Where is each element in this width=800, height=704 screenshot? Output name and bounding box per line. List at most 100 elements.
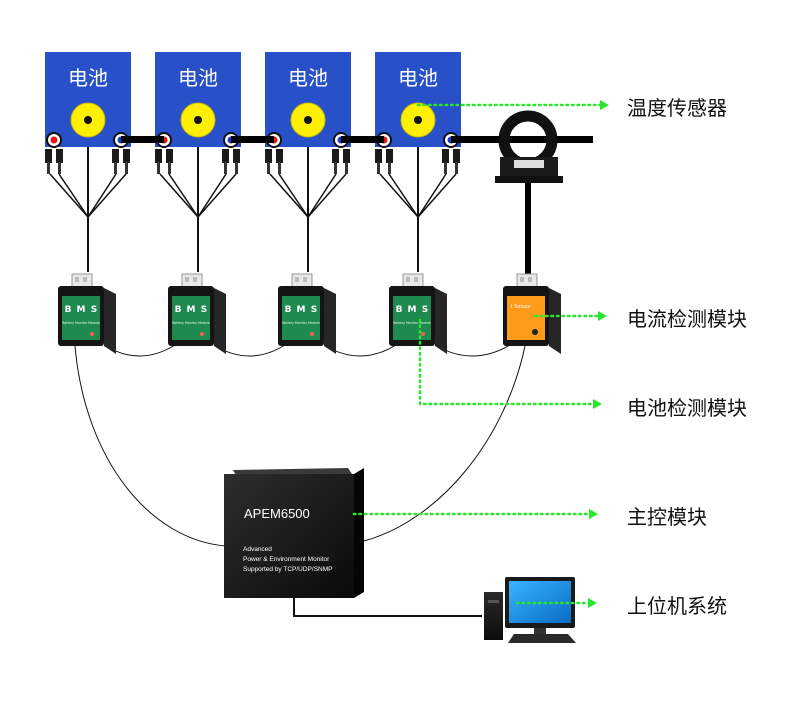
harness-wire bbox=[307, 173, 347, 218]
harness-wire bbox=[197, 173, 227, 218]
clip-pin bbox=[345, 162, 348, 174]
clip-pin bbox=[377, 162, 380, 174]
callout-arrow-host bbox=[588, 598, 597, 608]
clip-pin bbox=[267, 162, 270, 174]
bms-caption: Battery Monitor Module bbox=[393, 321, 431, 325]
temp-sensor-center bbox=[304, 116, 312, 124]
sensor-title: I Sensor bbox=[511, 304, 532, 310]
controller-model: APEM6500 bbox=[244, 506, 310, 521]
bus-bars bbox=[121, 136, 593, 143]
clip-connector bbox=[375, 149, 382, 163]
clip-connector bbox=[123, 149, 130, 163]
clip-pin bbox=[157, 162, 160, 174]
label-battery-detect: 电池检测模块 bbox=[627, 396, 747, 420]
module-side bbox=[435, 288, 447, 354]
clip-pin bbox=[278, 162, 281, 174]
clip-pin bbox=[47, 162, 50, 174]
clip-connector bbox=[112, 149, 119, 163]
bms-caption: Battery Monitor Module bbox=[172, 321, 210, 325]
clip-pin bbox=[444, 162, 447, 174]
battery-row: 电池电池电池电池 bbox=[45, 52, 461, 174]
module-connector-pin bbox=[295, 277, 299, 282]
temp-sensor-center bbox=[194, 116, 202, 124]
controller-cable-left bbox=[74, 345, 227, 547]
module-face bbox=[507, 296, 545, 340]
battery-label: 电池 bbox=[178, 66, 218, 90]
label-current-detect: 电流检测模块 bbox=[627, 307, 747, 331]
clip-connector bbox=[265, 149, 272, 163]
temp-sensor-center bbox=[414, 116, 422, 124]
label-host-system: 上位机系统 bbox=[627, 594, 727, 618]
module-connector-pin bbox=[83, 277, 87, 282]
harness-wire bbox=[87, 173, 127, 218]
module-side bbox=[324, 288, 336, 354]
bms-letter: S bbox=[201, 305, 207, 315]
clip-connector bbox=[56, 149, 63, 163]
main-controller-box: APEM6500 Advanced Power & Environment Mo… bbox=[224, 468, 364, 598]
harness-wire bbox=[417, 173, 457, 218]
module-side bbox=[549, 288, 561, 354]
harness-wire bbox=[278, 173, 309, 218]
harness-wire bbox=[388, 173, 419, 218]
harness-wire bbox=[49, 173, 89, 218]
clip-connector bbox=[276, 149, 283, 163]
label-temp-sensor: 温度传感器 bbox=[627, 96, 727, 120]
bms-letter: S bbox=[422, 305, 428, 315]
bus-bar bbox=[121, 136, 164, 143]
battery-label: 电池 bbox=[398, 66, 438, 90]
bms-letter: S bbox=[91, 305, 97, 315]
controller-desc-line3: Supported by TCP/UDP/SNMP bbox=[243, 566, 332, 573]
callout-line-battery bbox=[418, 318, 595, 406]
clip-connector bbox=[386, 149, 393, 163]
positive-terminal-dot bbox=[50, 136, 58, 144]
module-connector-pin bbox=[193, 277, 197, 282]
clip-connector bbox=[155, 149, 162, 163]
clip-pin bbox=[168, 162, 171, 174]
module-connector-pin bbox=[520, 277, 524, 282]
controller-pc-cable bbox=[293, 598, 482, 617]
harness-wire bbox=[159, 173, 199, 218]
harness-wire bbox=[168, 173, 199, 218]
temp-sensor-center bbox=[84, 116, 92, 124]
status-led-icon bbox=[310, 332, 314, 336]
bms-letter: B bbox=[65, 305, 72, 315]
pc-tower-slot bbox=[488, 600, 499, 603]
callout-pointers bbox=[352, 100, 609, 608]
harness-wire bbox=[417, 173, 447, 218]
module-connector-pin bbox=[528, 277, 532, 282]
module-face bbox=[393, 296, 431, 340]
clip-connector bbox=[453, 149, 460, 163]
clip-pin bbox=[125, 162, 128, 174]
bms-letter: B bbox=[396, 305, 403, 315]
module-connector-pin bbox=[75, 277, 79, 282]
status-led-icon bbox=[90, 332, 94, 336]
module-face bbox=[62, 296, 100, 340]
bms-letter: M bbox=[77, 305, 86, 315]
clip-connector bbox=[233, 149, 240, 163]
clip-connector bbox=[442, 149, 449, 163]
current-transformer bbox=[495, 110, 563, 276]
controller-body bbox=[224, 474, 354, 598]
clip-connector bbox=[166, 149, 173, 163]
bus-bar bbox=[231, 136, 274, 143]
bms-caption: Battery Monitor Module bbox=[62, 321, 100, 325]
host-pc bbox=[484, 577, 576, 643]
wiring bbox=[49, 120, 526, 617]
clip-connector bbox=[45, 149, 52, 163]
pc-tower bbox=[484, 592, 503, 640]
controller-side-face bbox=[354, 468, 364, 598]
controller-desc-line2: Power & Environment Monitor bbox=[243, 556, 330, 563]
callout-arrow-temp bbox=[600, 100, 609, 110]
current-detect-module: I Sensor bbox=[503, 273, 561, 354]
callout-arrow-main bbox=[589, 509, 598, 519]
module-connector-pin bbox=[185, 277, 189, 282]
module-connector-pin bbox=[406, 277, 410, 282]
bms-letter: M bbox=[187, 305, 196, 315]
battery-label: 电池 bbox=[288, 66, 328, 90]
